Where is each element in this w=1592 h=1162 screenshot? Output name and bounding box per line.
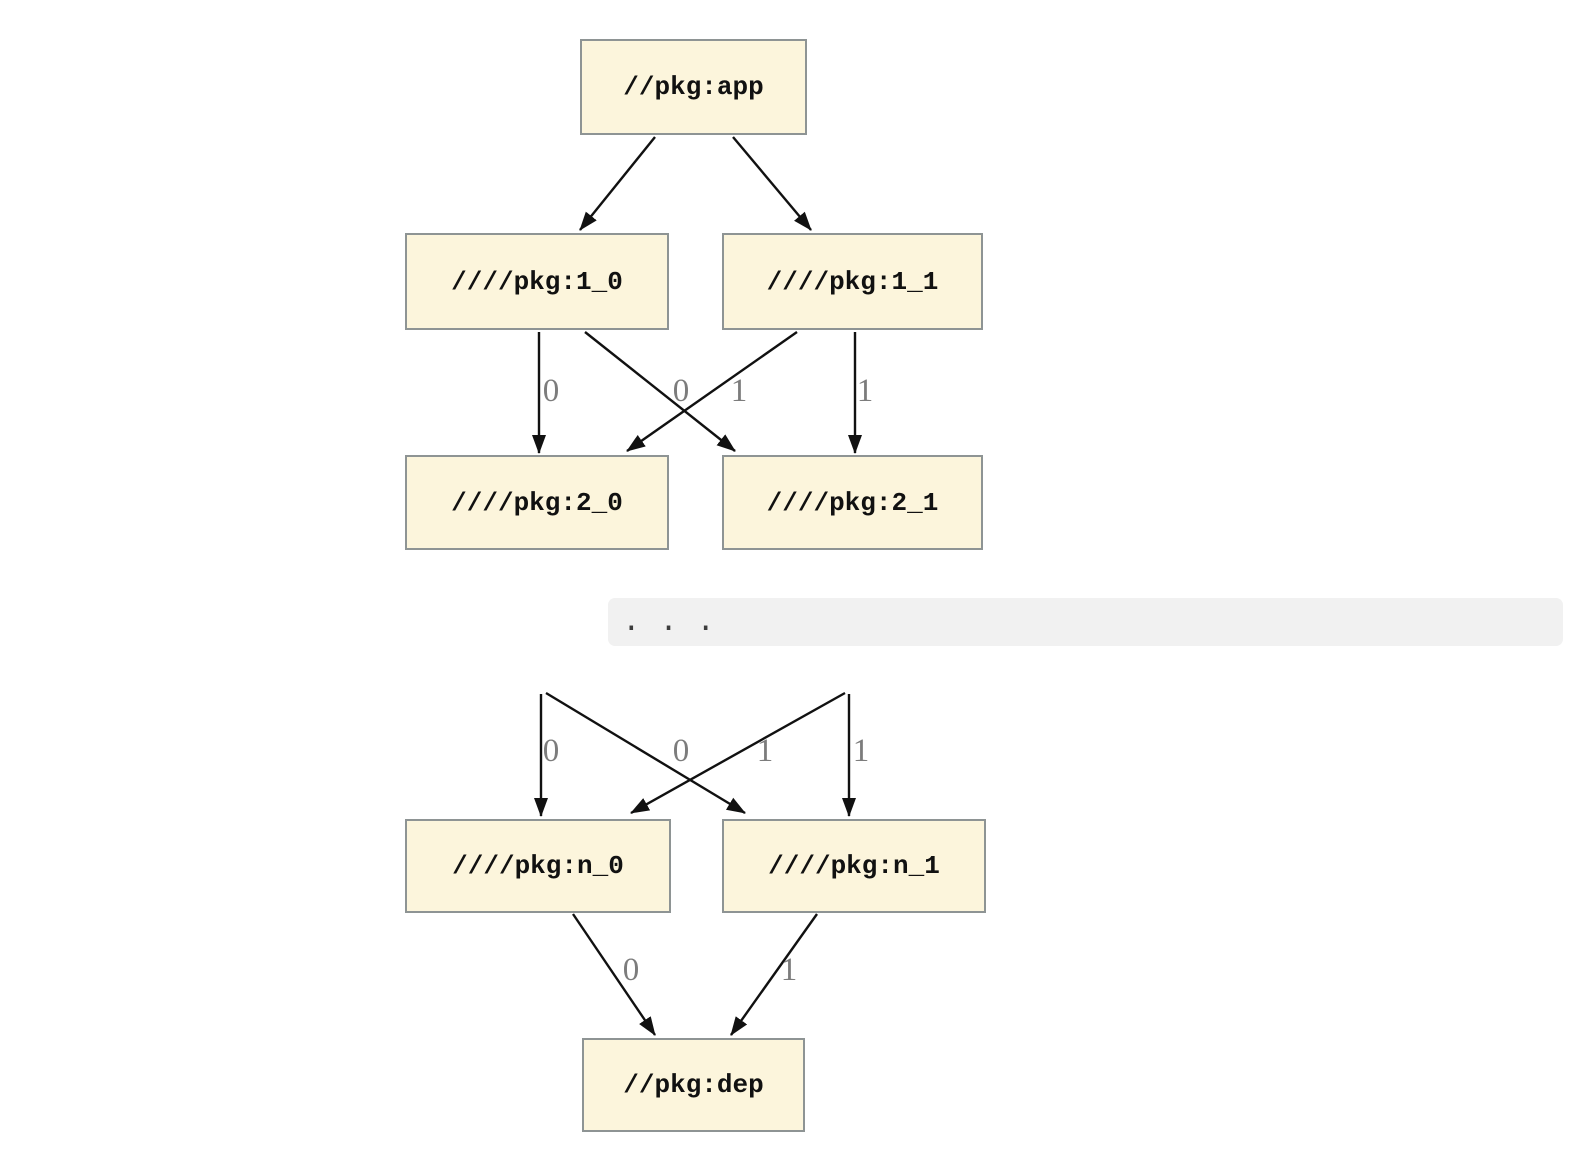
edge-label: 0 [673,733,690,769]
node-label: ////pkg:n_0 [452,851,624,881]
node-dep: //pkg:dep [582,1038,805,1132]
node-label: ////pkg:n_1 [768,851,940,881]
node-2_1: ////pkg:2_1 [722,455,983,550]
edge-label: 1 [857,373,874,409]
edge-app-to-1_0 [579,136,656,231]
edge-ellipsis-to-n_0 [630,691,846,815]
edge-label: 0 [543,373,560,409]
edge-label: 1 [853,733,870,769]
node-label: //pkg:dep [623,1070,764,1100]
ellipsis-bar: . . . [608,598,1563,646]
edge-n_1-to-dep [730,913,818,1036]
edge-label: 0 [623,952,640,988]
node-app: //pkg:app [580,39,807,135]
node-label: ////pkg:1_0 [451,266,623,297]
edge-label: 0 [543,733,560,769]
edge-1_1-to-2_0 [626,331,798,452]
edge-app-to-1_1 [732,136,812,231]
node-label: ////pkg:1_1 [766,266,939,297]
node-n_0: ////pkg:n_0 [405,819,671,913]
edge-1_0-to-2_1 [584,331,736,452]
ellipsis-label: . . . [622,605,716,640]
edge-n_0-to-dep [572,913,656,1036]
edge-label: 1 [757,733,774,769]
node-label: //pkg:app [623,72,764,102]
node-1_1: ////pkg:1_1 [722,233,983,330]
node-label: ////pkg:2_0 [451,487,623,518]
node-n_1: ////pkg:n_1 [722,819,986,913]
node-2_0: ////pkg:2_0 [405,455,669,550]
edge-label: 0 [673,373,690,409]
edge-label: 1 [731,373,748,409]
edge-label: 1 [781,952,798,988]
node-label: ////pkg:2_1 [766,487,939,518]
edge-ellipsis-to-n_1 [545,691,746,815]
node-1_0: ////pkg:1_0 [405,233,669,330]
